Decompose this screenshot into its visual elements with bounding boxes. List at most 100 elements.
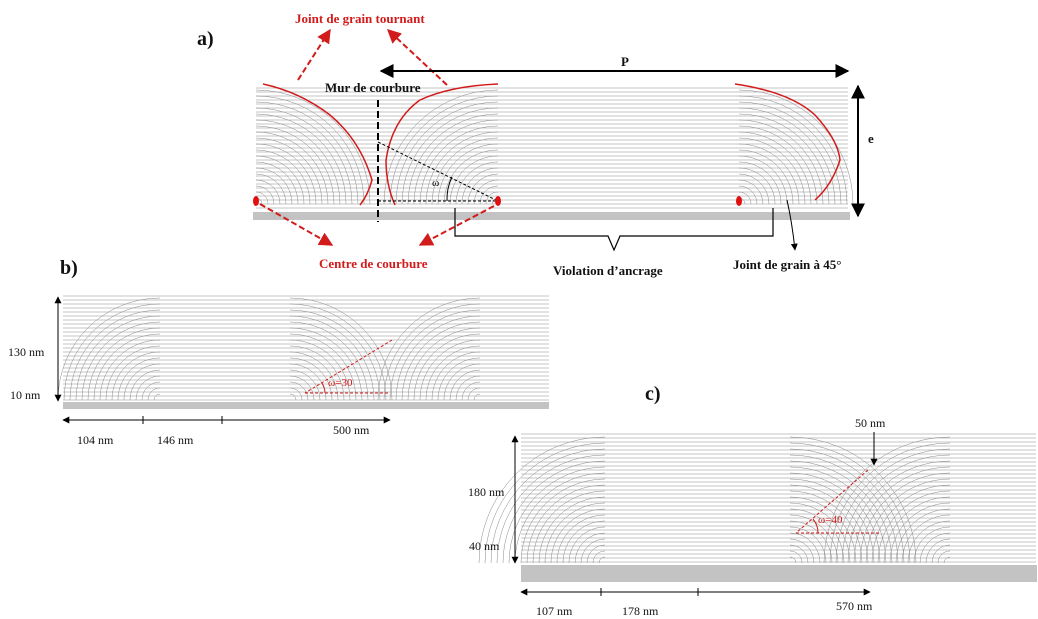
panel-a-arc-line bbox=[255, 143, 317, 205]
panel-c-arc-line bbox=[580, 538, 606, 564]
panel-b-arc-line bbox=[289, 333, 357, 401]
panel-c-arc-line bbox=[538, 496, 606, 564]
panel-a-arc-line bbox=[255, 125, 335, 205]
panel-b-arc-line bbox=[289, 357, 333, 401]
panel-a-arc-line bbox=[255, 179, 281, 205]
panel-a-arc-line bbox=[738, 101, 842, 205]
panel-c-anchor-label: 40 nm bbox=[469, 539, 500, 553]
panel-c-omega-hyp bbox=[795, 469, 869, 534]
panel-a-arc-line bbox=[473, 179, 499, 205]
panel-b-arc-line bbox=[389, 309, 481, 401]
panel-a-arc-line bbox=[255, 89, 371, 205]
panel-a-arc-line bbox=[255, 167, 293, 205]
panel-c-arc-line bbox=[919, 532, 951, 564]
panel-c-arc-line bbox=[865, 478, 951, 564]
panel-b-arc-line bbox=[111, 351, 161, 401]
panel-c-arc-line bbox=[550, 508, 606, 564]
panel-a-arc-line bbox=[738, 179, 764, 205]
panel-b-arc-line bbox=[63, 303, 161, 401]
panel-a-arc-line bbox=[395, 101, 499, 205]
panel-c-d2-label: 178 nm bbox=[622, 604, 659, 618]
panel-a-label: a) bbox=[197, 28, 214, 50]
panel-b-arc-line bbox=[443, 363, 481, 401]
panel-c-arc-line bbox=[544, 502, 606, 564]
panel-c-label: c) bbox=[645, 383, 661, 405]
panel-c-arc-line bbox=[789, 478, 875, 564]
panel-b-arc-line bbox=[467, 387, 481, 401]
panel-a-arc-line bbox=[419, 125, 499, 205]
panel-b-arc-line bbox=[69, 309, 161, 401]
panel-b-arc-line bbox=[87, 327, 161, 401]
panel-a-arc-line bbox=[738, 89, 854, 205]
panel-b-arc-line bbox=[289, 375, 315, 401]
panel-b-arc-line bbox=[81, 321, 161, 401]
panel-a-centre-left bbox=[253, 196, 259, 206]
panel-c-top-label: 50 nm bbox=[855, 416, 886, 430]
panel-c-arc-line bbox=[847, 460, 951, 564]
panel-a-arc-line bbox=[255, 173, 287, 205]
panel-a-arc-line bbox=[738, 173, 770, 205]
panel-b-arc-line bbox=[413, 333, 481, 401]
panel-c-arc-line bbox=[895, 508, 951, 564]
panel-c-arc-line bbox=[586, 544, 606, 564]
panel-c-arc-line bbox=[598, 556, 606, 564]
panel-c-arc-line bbox=[889, 502, 951, 564]
panel-c-arc-line bbox=[943, 556, 951, 564]
panel-a-arc-line bbox=[738, 143, 800, 205]
panel-c-arc-line bbox=[913, 526, 951, 564]
panel-b-arc-line bbox=[425, 345, 481, 401]
panel-b-arc-line bbox=[75, 315, 161, 401]
panel-a-arc-line bbox=[485, 191, 499, 205]
panel-a-arc-line bbox=[738, 167, 776, 205]
panel-b-label: b) bbox=[60, 257, 78, 279]
panel-c-arc-line bbox=[871, 484, 951, 564]
panel-c-arc-line bbox=[931, 544, 951, 564]
panel-b-arc-line bbox=[289, 345, 345, 401]
panel-c-arc-line bbox=[789, 514, 839, 564]
panel-a-grain-boundary-right bbox=[734, 83, 841, 201]
panel-c-arc-line bbox=[789, 532, 821, 564]
panel-a-arc-line bbox=[738, 107, 836, 205]
panel-b-arc-line bbox=[289, 315, 375, 401]
panel-b-omega-label: ω=30 bbox=[328, 377, 353, 389]
panel-a-arrow-tournant-2 bbox=[386, 29, 448, 86]
panel-c-arc-line bbox=[789, 490, 863, 564]
panel-c-arc-line bbox=[789, 508, 845, 564]
panel-a-arc-line bbox=[738, 137, 806, 205]
panel-a-arc-line bbox=[738, 95, 848, 205]
panel-b-arc-line bbox=[289, 363, 327, 401]
panel-a-arc-line bbox=[449, 155, 499, 205]
panel-a-arc-line bbox=[401, 107, 499, 205]
panel-c-arc-line bbox=[484, 442, 606, 564]
panel-c-arc-line bbox=[823, 436, 951, 564]
panel-c-arc-line bbox=[568, 526, 606, 564]
panel-a-arc-line bbox=[425, 131, 499, 205]
panel-c-omega-label: ω=40 bbox=[818, 514, 843, 526]
panel-a-arc-line bbox=[738, 161, 782, 205]
panel-c-arc-line bbox=[526, 484, 606, 564]
panel-b-arc-line bbox=[431, 351, 481, 401]
panel-a-arc-line bbox=[461, 167, 499, 205]
panel-b-arc-line bbox=[123, 363, 161, 401]
panel-a-grain-boundary-left bbox=[262, 83, 373, 206]
panel-b-arc-line bbox=[449, 369, 481, 401]
panel-a-arc-line bbox=[431, 137, 499, 205]
panel-a-layers bbox=[255, 87, 854, 209]
panel-b-arc-line bbox=[461, 381, 481, 401]
panel-c-arc-line bbox=[508, 466, 606, 564]
panel-a-omega-label: ω bbox=[432, 177, 439, 189]
panel-b-arc-line bbox=[377, 297, 481, 401]
panel-a-arc-line bbox=[738, 119, 824, 205]
panel-b-arc-line bbox=[383, 303, 481, 401]
panel-b-arc-line bbox=[419, 339, 481, 401]
panel-a-arc-line bbox=[738, 185, 758, 205]
panel-b-arc-line bbox=[129, 369, 161, 401]
panel-b-arc-line bbox=[289, 297, 393, 401]
panel-a-arc-line bbox=[255, 155, 305, 205]
panel-a-centre-mid bbox=[495, 196, 501, 206]
panel-b-arc-line bbox=[117, 357, 161, 401]
panel-b-anchor-label: 10 nm bbox=[10, 388, 41, 402]
panel-b-omega-hyp bbox=[304, 339, 393, 394]
panel-a-substrate bbox=[253, 212, 850, 220]
panel-c-arc-line bbox=[841, 454, 951, 564]
